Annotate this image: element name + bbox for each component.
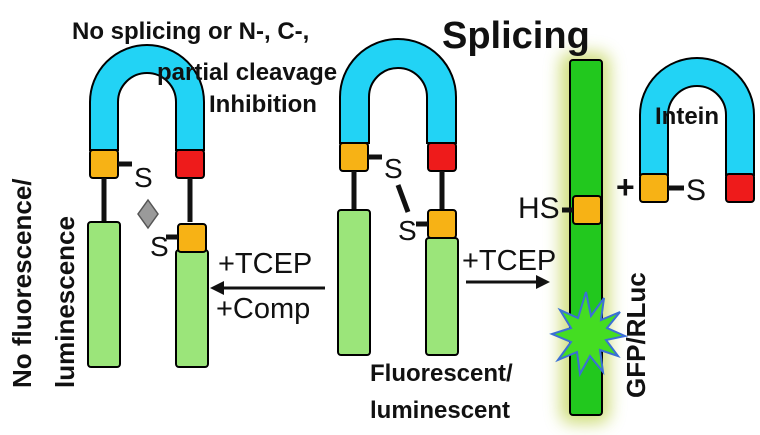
arrowhead-right-icon bbox=[536, 275, 550, 289]
right-arrow bbox=[466, 275, 550, 289]
spliced-junction bbox=[572, 195, 602, 225]
plus-sign: + bbox=[616, 169, 635, 205]
left-sulfur-bottom: S bbox=[150, 231, 169, 262]
left-c-block bbox=[175, 149, 205, 179]
spliced-product: HS bbox=[518, 52, 629, 424]
starburst-icon bbox=[549, 291, 629, 378]
middle-extein-c bbox=[425, 237, 459, 356]
middle-intein-arc bbox=[339, 38, 457, 144]
partial-cleavage-label: partial cleavage bbox=[157, 59, 337, 86]
luminescent-label: luminescent bbox=[370, 397, 510, 424]
intein-label: Intein bbox=[655, 103, 719, 130]
tcep-right-label: +TCEP bbox=[462, 245, 556, 277]
gfp-rluc-label: GFP/RLuc bbox=[621, 272, 651, 398]
no-splicing-label: No splicing or N-, C-, bbox=[72, 18, 309, 45]
free-intein: S Intein + bbox=[616, 57, 755, 207]
inhibition-label: Inhibition bbox=[209, 91, 317, 118]
free-intein-n-block bbox=[639, 173, 669, 203]
no-fluorescence-label: No fluorescence/ bbox=[7, 178, 37, 388]
free-intein-arc bbox=[639, 57, 755, 176]
tcep-left-label: +TCEP bbox=[218, 248, 312, 280]
middle-sulfur-bottom: S bbox=[398, 215, 417, 246]
fluorescent-label: Fluorescent/ bbox=[370, 360, 513, 387]
left-extein-c bbox=[175, 249, 209, 368]
diamond-icon bbox=[137, 198, 159, 230]
left-n-block-lower bbox=[177, 223, 207, 253]
middle-n-block bbox=[339, 142, 369, 172]
middle-c-block bbox=[427, 142, 457, 172]
left-sulfur-top: S bbox=[134, 162, 153, 193]
hs-label: HS bbox=[518, 192, 560, 225]
left-construct: S S bbox=[87, 44, 209, 368]
comp-label: +Comp bbox=[216, 293, 310, 325]
middle-construct: S S bbox=[337, 38, 459, 356]
left-extein-n bbox=[87, 221, 121, 368]
middle-extein-n bbox=[337, 209, 371, 356]
free-intein-sulfur: S bbox=[686, 174, 706, 207]
no-luminescence-label: luminescence bbox=[50, 216, 80, 388]
left-n-block bbox=[89, 149, 119, 179]
middle-n-block-lower bbox=[427, 209, 457, 239]
arrowhead-left-icon bbox=[210, 281, 224, 295]
splicing-title: Splicing bbox=[442, 15, 590, 57]
middle-sulfur-top: S bbox=[384, 153, 403, 184]
left-intein-arc bbox=[89, 44, 205, 151]
free-intein-c-block bbox=[725, 173, 755, 203]
middle-disulfide-bond bbox=[395, 184, 411, 213]
left-arrow bbox=[210, 281, 325, 295]
